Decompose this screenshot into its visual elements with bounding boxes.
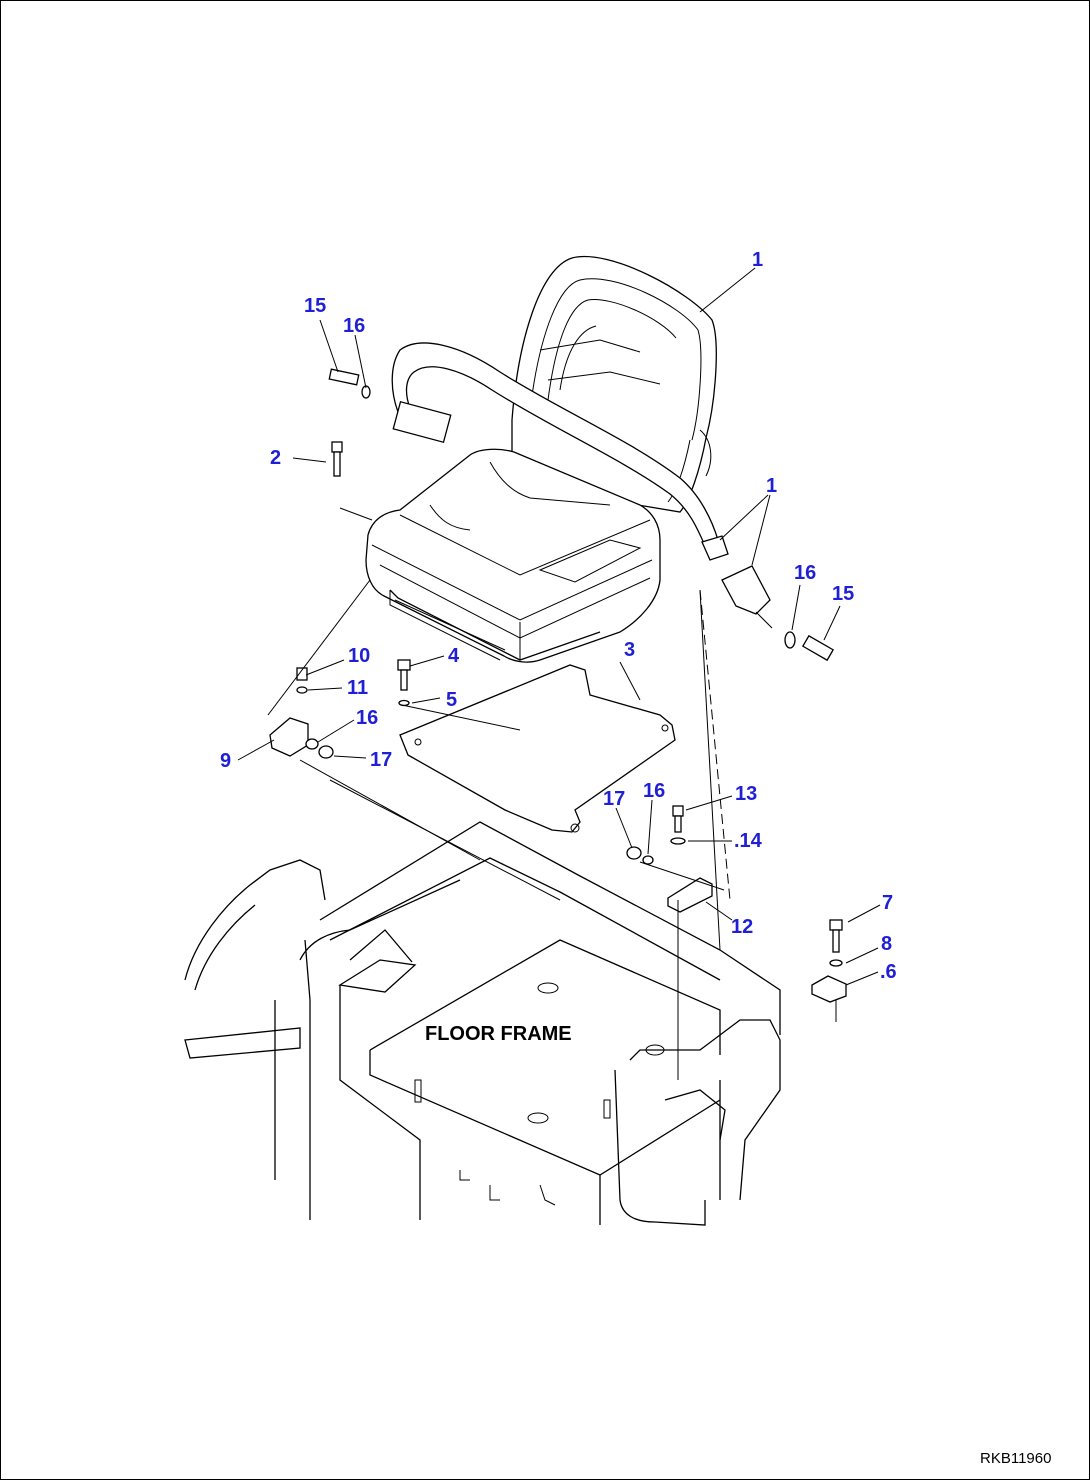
callout-washer-11: 11 bbox=[347, 677, 368, 699]
floor-frame-label: FLOOR FRAME bbox=[425, 1023, 572, 1045]
callout-washer-16-left: 16 bbox=[356, 707, 378, 729]
callout-bolt-15-right: 15 bbox=[832, 583, 854, 605]
callout-bolt-2: 2 bbox=[270, 447, 281, 469]
bolt-4-hardware bbox=[397, 659, 411, 707]
drawing-code: RKB11960 bbox=[980, 1450, 1051, 1467]
callout-washer-16-right: 16 bbox=[794, 562, 816, 584]
callout-bolt-10: 10 bbox=[348, 645, 370, 667]
callout-washer-8: 8 bbox=[881, 933, 892, 955]
callout-washer-14: .14 bbox=[734, 830, 763, 852]
right-belt-hardware bbox=[784, 631, 835, 662]
seat-cushion bbox=[365, 448, 661, 663]
callout-washer-16-mid: 16 bbox=[643, 780, 665, 802]
seat-belt bbox=[391, 342, 773, 629]
callout-bracket-12: 12 bbox=[731, 916, 753, 938]
callout-washer-16-top: 16 bbox=[343, 315, 365, 337]
floor-frame bbox=[184, 821, 781, 1226]
callout-seatbelt: 1 bbox=[766, 475, 777, 497]
reference-lines bbox=[267, 507, 837, 1080]
bolt-2-hardware bbox=[331, 441, 343, 477]
callout-bolt-13: 13 bbox=[735, 783, 757, 805]
callout-nut-17-left: 17 bbox=[370, 749, 392, 771]
callout-seat: 1 bbox=[752, 249, 763, 271]
callout-bolt-4: 4 bbox=[448, 645, 460, 667]
callout-bracket-6: .6 bbox=[880, 961, 897, 983]
callout-bolt-7: 7 bbox=[882, 892, 893, 914]
bracket-12-hardware bbox=[626, 805, 713, 913]
callout-plate-3: 3 bbox=[624, 639, 635, 661]
callout-nut-17-mid: 17 bbox=[603, 788, 625, 810]
callout-bracket-9: 9 bbox=[220, 750, 231, 772]
mounting-plate bbox=[399, 664, 676, 833]
seat-rail bbox=[389, 589, 601, 661]
leader-lines bbox=[237, 267, 881, 986]
bracket-6-hardware bbox=[811, 919, 847, 1003]
bolt-15-left-hardware bbox=[328, 368, 371, 399]
seat-backrest bbox=[511, 255, 717, 513]
bracket-9-hardware bbox=[269, 667, 334, 759]
callout-washer-5: 5 bbox=[446, 689, 457, 711]
callout-bolt-15-left: 15 bbox=[304, 295, 326, 317]
